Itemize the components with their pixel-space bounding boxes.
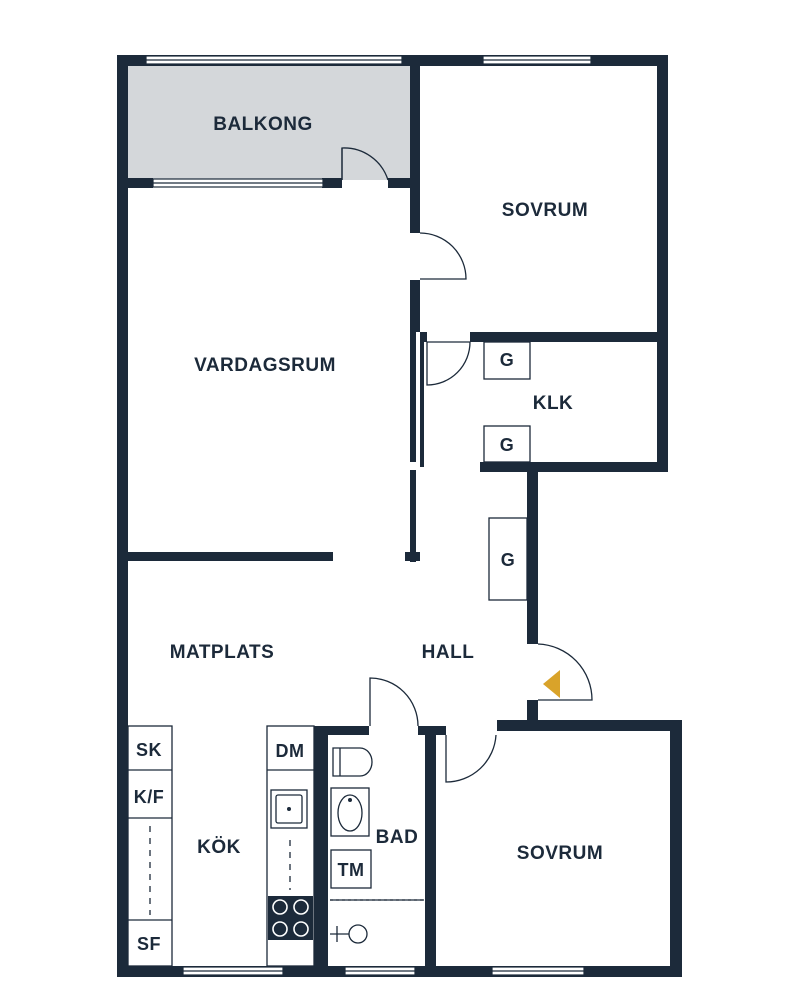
kitchen-left-counter	[127, 725, 173, 967]
sink-icon	[270, 789, 308, 829]
dishwasher-label: DM	[276, 741, 305, 761]
wardrobe-label-2: G	[500, 435, 515, 455]
balcony-area	[127, 66, 410, 180]
room-label-matplats: MATPLATS	[170, 642, 275, 663]
bathroom-fixtures	[330, 747, 424, 944]
toilet-icon	[332, 747, 373, 777]
room-label-sovrum-top: SOVRUM	[502, 200, 588, 221]
doors	[341, 147, 593, 783]
washing-machine-box	[330, 849, 372, 889]
cabinet-label: SK	[136, 740, 162, 760]
stove-icon	[268, 896, 313, 940]
room-label-vardagsrum: VARDAGSRUM	[194, 355, 336, 376]
room-label-hall: HALL	[422, 642, 475, 663]
room-label-sovrum-bottom: SOVRUM	[517, 843, 603, 864]
washing-machine-label: TM	[338, 860, 365, 880]
fridge-freezer-label: K/F	[134, 787, 165, 807]
shower-icon	[348, 924, 368, 944]
washbasin-icon	[330, 787, 370, 837]
kitchen-right-counter	[266, 725, 315, 967]
walls	[117, 55, 682, 977]
freezer-label: SF	[137, 934, 161, 954]
wardrobe-label-3: G	[501, 550, 516, 570]
wardrobe-label-1: G	[500, 350, 515, 370]
room-label-klk: KLK	[533, 393, 574, 414]
room-label-kok: KÖK	[197, 837, 241, 858]
wardrobes	[483, 341, 531, 601]
windows	[145, 55, 592, 976]
entrance-marker-icon	[543, 670, 560, 698]
room-label-balkong: BALKONG	[213, 114, 313, 135]
room-label-bad: BAD	[376, 827, 419, 848]
